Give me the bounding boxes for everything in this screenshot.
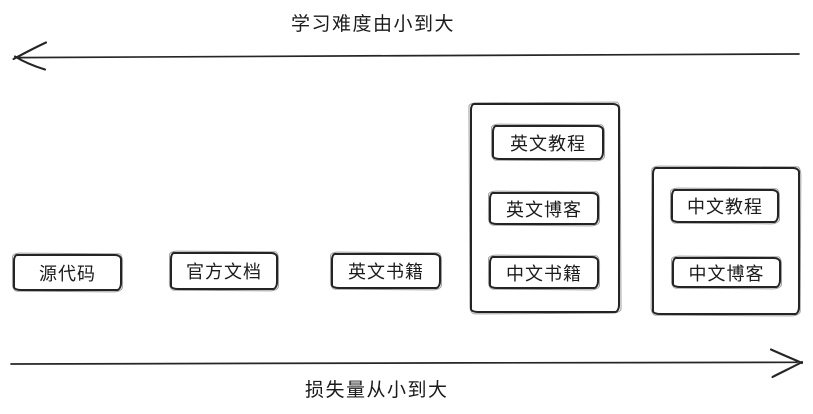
group-box-1: 英文教程 英文博客 中文书籍 [470,103,620,313]
box-english-blogs: 英文博客 [489,192,599,225]
difficulty-axis-label: 学习难度由小到大 [291,14,456,35]
box-chinese-books: 中文书籍 [489,256,599,289]
box-source-code: 源代码 [13,254,122,291]
difficulty-axis-arrow-left [12,41,800,71]
loss-axis-label: 损失量从小到大 [305,380,449,401]
group-box-2: 中文教程 中文博客 [652,167,800,315]
loss-axis-arrow-right [10,348,804,379]
box-official-docs: 官方文档 [170,252,278,290]
box-chinese-tutorials: 中文教程 [671,189,779,223]
box-english-tutorials: 英文教程 [492,125,604,160]
box-english-books: 英文书籍 [331,253,441,289]
box-chinese-blogs: 中文博客 [672,257,781,288]
